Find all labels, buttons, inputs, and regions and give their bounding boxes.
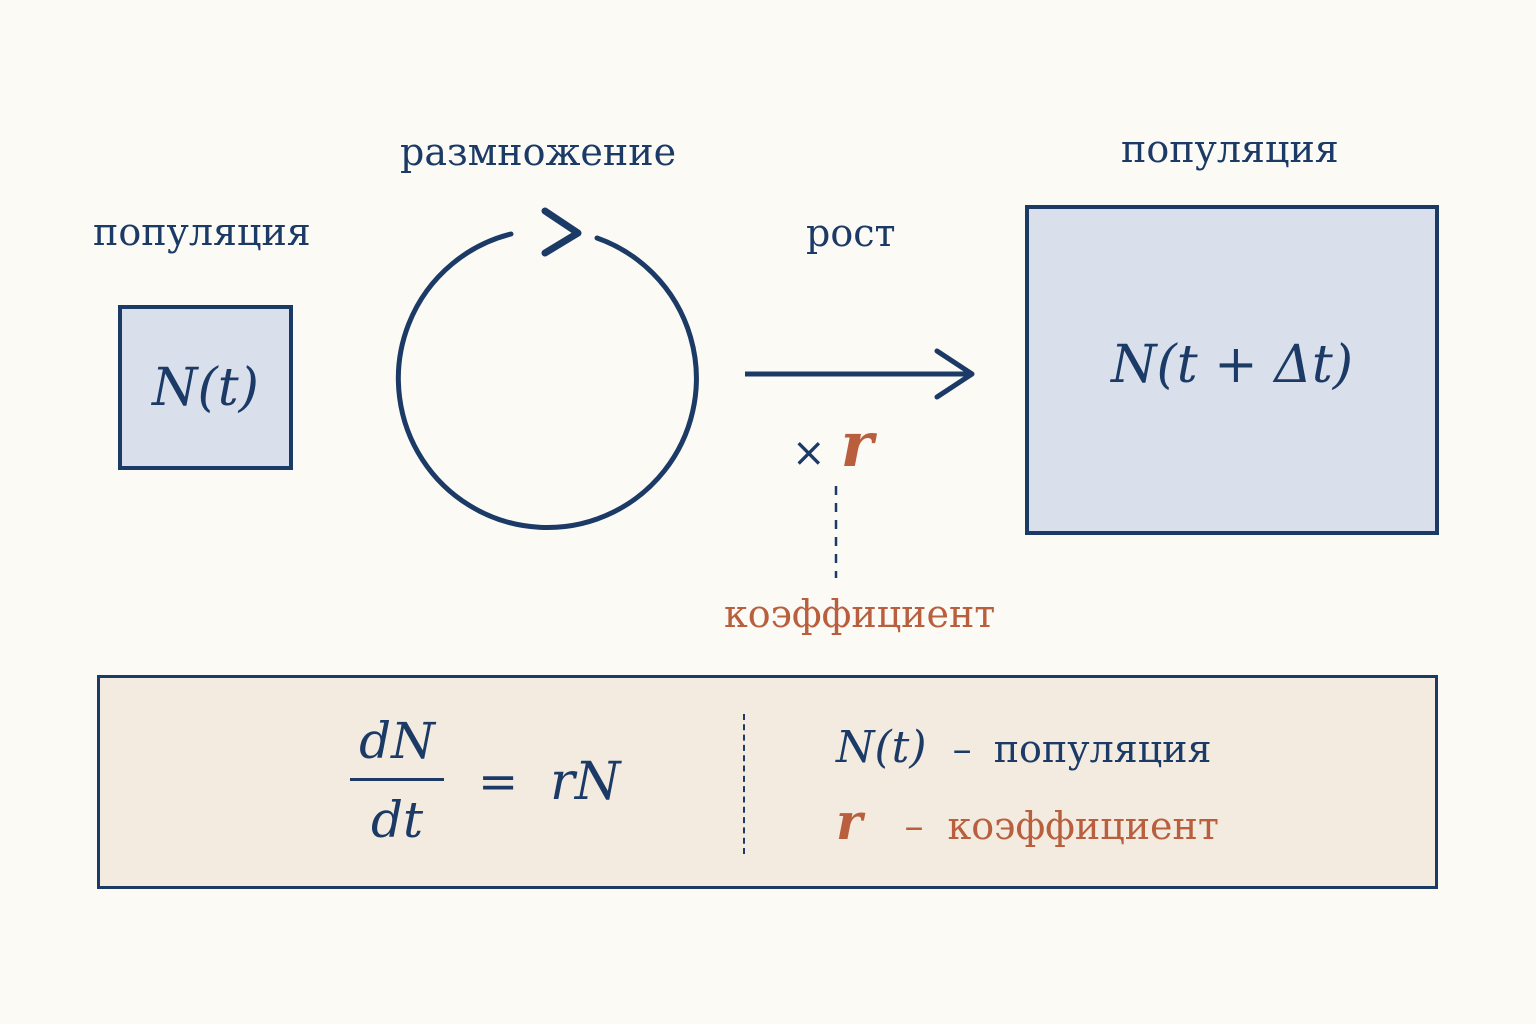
population-box-small: N(t) — [118, 305, 293, 470]
n-of-t-plus-dt-symbol: N(t + Δt) — [1110, 335, 1354, 395]
legend-symbol-r: r — [836, 792, 863, 851]
legend-dash: – — [952, 727, 972, 771]
legend-dash: – — [904, 804, 924, 848]
formula-rhs: rN — [550, 752, 621, 812]
fraction-denominator: dt — [370, 791, 424, 849]
legend-item-coefficient: r – коэффициент — [836, 792, 1219, 851]
equals-sign: = — [478, 754, 519, 810]
population-left-label: популяция — [93, 210, 311, 254]
r-symbol: r — [840, 408, 874, 481]
n-of-t-symbol: N(t) — [152, 357, 259, 418]
population-right-label: популяция — [1121, 127, 1339, 171]
formula-divider — [743, 714, 745, 854]
fraction-numerator: dN — [359, 712, 435, 770]
legend-text-coefficient: коэффициент — [947, 804, 1219, 848]
legend-item-population: N(t) – популяция — [836, 722, 1211, 773]
times-r-annotation: × r — [792, 408, 873, 481]
legend-text-population: популяция — [993, 727, 1212, 771]
formula-panel: dN dt = rN N(t) – популяция r – коэффици… — [97, 675, 1438, 889]
derivative-fraction: dN dt — [350, 712, 444, 849]
population-box-large: N(t + Δt) — [1025, 205, 1439, 535]
reproduction-label: размножение — [400, 130, 677, 174]
growth-label: рост — [806, 211, 896, 255]
circular-arrow-icon — [395, 207, 699, 530]
right-arrow-icon — [745, 348, 975, 400]
legend-symbol-n: N(t) — [836, 722, 927, 773]
coefficient-label: коэффициент — [724, 592, 996, 636]
fraction-bar — [350, 778, 444, 781]
times-symbol: × — [792, 430, 826, 476]
